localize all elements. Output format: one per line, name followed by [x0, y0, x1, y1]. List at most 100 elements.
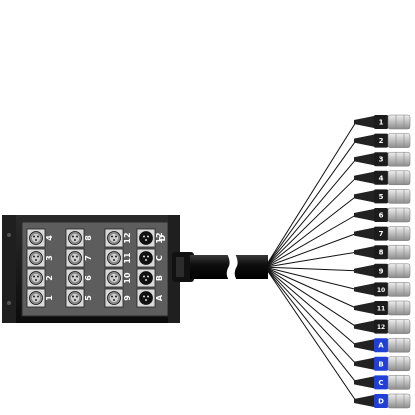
socket-pin: [33, 295, 35, 298]
socket-pin: [115, 275, 117, 278]
connector-sleeve: [374, 356, 388, 371]
socket-pin: [113, 279, 115, 281]
socket-pin: [76, 295, 78, 298]
socket-pin: [113, 299, 115, 301]
socket-pin: [37, 235, 39, 238]
socket-pin: [72, 295, 74, 298]
socket-label: 3: [45, 255, 54, 261]
connector-label: 10: [377, 287, 385, 294]
connector-body: [387, 170, 411, 186]
socket-pin: [72, 255, 74, 258]
socket-pin: [147, 295, 149, 298]
connector-boot: [354, 116, 374, 128]
connector-boot: [354, 283, 374, 296]
socket-pin: [111, 295, 113, 298]
socket-ring: [139, 251, 153, 265]
connector-label: 4: [379, 174, 384, 182]
socket-label: 2: [45, 275, 54, 281]
connector-body: [387, 282, 411, 297]
fanout-wire: [267, 269, 357, 346]
connector-body: [387, 319, 411, 334]
xlr-connector-lead: 12: [354, 319, 411, 334]
socket-pin: [33, 255, 35, 258]
connector-label: 5: [379, 193, 384, 201]
connector-sleeve: [374, 133, 388, 148]
socket-pin: [37, 275, 39, 278]
mounting-screw-icon: [7, 233, 11, 237]
socket-pin: [113, 259, 115, 261]
xlr-connector-lead: 9: [354, 263, 411, 279]
connector-body: [387, 375, 411, 390]
socket-pin: [143, 235, 145, 238]
trunk-cable: [172, 252, 268, 284]
socket-pin: [74, 239, 76, 241]
connector-boot: [354, 171, 374, 184]
socket-pin: [115, 295, 117, 298]
connector-sleeve: [374, 338, 388, 353]
xlr-female-socket: 10: [104, 268, 132, 288]
connector-body: [387, 356, 411, 372]
connector-boot: [354, 302, 374, 314]
connector-sleeve: [374, 375, 388, 390]
socket-pin: [37, 255, 39, 258]
cable-body: [238, 255, 268, 279]
xlr-female-socket: 6: [65, 268, 93, 288]
fanout-wire: [267, 270, 357, 383]
connector-sleeve: [374, 226, 388, 241]
connector-boot: [354, 246, 374, 259]
socket-pin: [145, 279, 147, 281]
connector-label: 6: [379, 212, 384, 220]
socket-pin: [143, 275, 145, 278]
connector-sleeve: [374, 189, 388, 204]
connector-body: [387, 337, 411, 353]
fanout-wire: [267, 196, 357, 266]
socket-pin: [145, 259, 147, 261]
socket-label: 4: [45, 235, 54, 241]
socket-label: 12: [155, 232, 164, 243]
connector-boot: [354, 357, 374, 370]
socket-pin: [35, 259, 37, 261]
socket-label: 12: [123, 232, 132, 243]
xlr-connector-lead: C: [354, 375, 411, 390]
fanout-wire: [267, 251, 357, 268]
connector-sleeve: [374, 282, 388, 297]
xlr-male-socket: A: [136, 288, 164, 308]
socket-label: 7: [84, 255, 93, 261]
socket-pin: [143, 295, 145, 298]
socket-pin: [72, 235, 74, 238]
connector-label: 2: [379, 137, 384, 145]
xlr-connector-lead: 11: [354, 300, 411, 316]
connector-body: [387, 151, 411, 167]
socket-pin: [76, 235, 78, 238]
stage-box-left-flange: [2, 215, 16, 323]
connector-sleeve: [374, 245, 388, 260]
socket-pin: [74, 299, 76, 301]
xlr-female-socket: 4: [26, 228, 54, 248]
xlr-connector-lead: 5: [354, 189, 411, 204]
connector-boot: [354, 227, 374, 240]
connector-boot: [354, 190, 374, 203]
fanout-wire: [267, 158, 357, 265]
connector-boot: [354, 376, 374, 389]
fanout-wire: [267, 271, 357, 402]
socket-pin: [115, 255, 117, 258]
xlr-female-socket: 11: [104, 248, 132, 268]
connector-label: 11: [377, 306, 385, 313]
socket-label: 10: [123, 272, 132, 284]
xlr-connector-lead: A: [354, 337, 411, 353]
fanout-wire: [267, 177, 357, 265]
fanout-wire: [267, 266, 357, 272]
socket-ring: [139, 291, 153, 305]
socket-label: C: [155, 255, 164, 261]
connector-body: [387, 189, 411, 204]
connector-boot: [354, 339, 374, 352]
fanout-wire: [267, 267, 357, 290]
xlr-female-socket: 2: [26, 268, 54, 288]
xlr-connector-lead: 4: [354, 170, 411, 186]
connector-body: [387, 133, 411, 148]
connector-label: 9: [379, 267, 384, 275]
socket-pin: [111, 235, 113, 238]
xlr-male-socket: 12: [136, 228, 164, 248]
socket-pin: [35, 279, 37, 281]
